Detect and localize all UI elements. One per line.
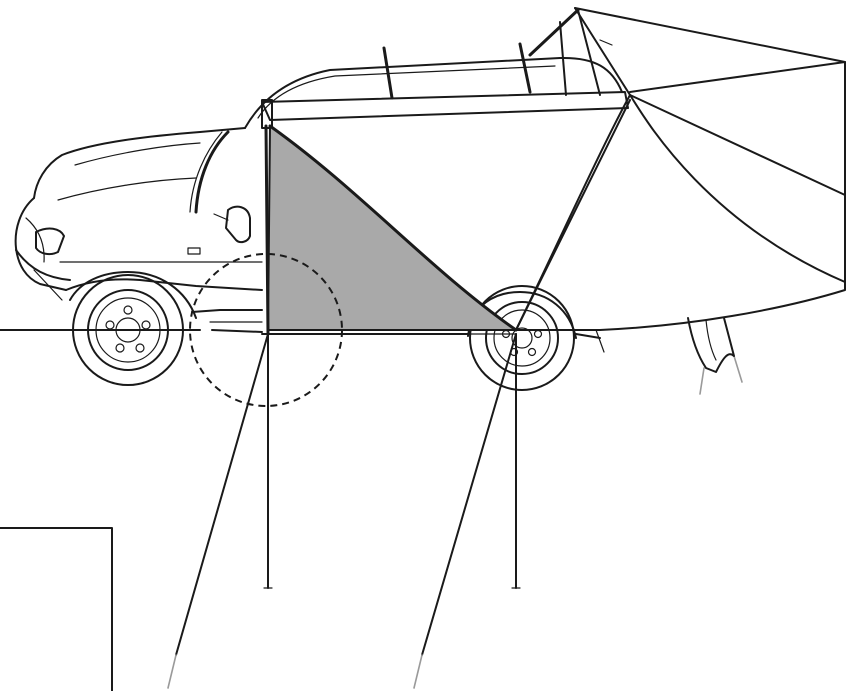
tent-pegs — [167, 355, 743, 689]
windscreen-edge — [194, 130, 230, 214]
vehicle-door-handle — [187, 247, 201, 255]
rear-peg — [413, 654, 423, 689]
rear-guy-rope — [421, 333, 517, 656]
awning-housing — [261, 91, 629, 121]
vehicle-front-bumper — [14, 197, 67, 291]
awning-canopy — [515, 61, 846, 331]
front-guy-rope — [175, 333, 269, 656]
detail-callout-circle — [189, 253, 343, 407]
roof-rack — [382, 8, 601, 100]
rear-wheel — [467, 285, 577, 391]
inset-frame — [0, 527, 113, 691]
far-awning-leg — [687, 317, 735, 373]
vehicle-roof-inner — [257, 65, 556, 119]
awning — [167, 7, 846, 689]
guy-ropes — [175, 333, 517, 656]
awning-support-poles — [263, 333, 521, 589]
vehicle-headlight — [35, 227, 65, 256]
vehicle-side-mirror — [225, 205, 251, 244]
vehicle-body-side — [65, 278, 263, 291]
vehicle-sill — [191, 309, 263, 313]
vehicle-hood — [33, 127, 246, 199]
front-wheel-arch — [69, 271, 197, 319]
front-peg — [167, 654, 177, 689]
